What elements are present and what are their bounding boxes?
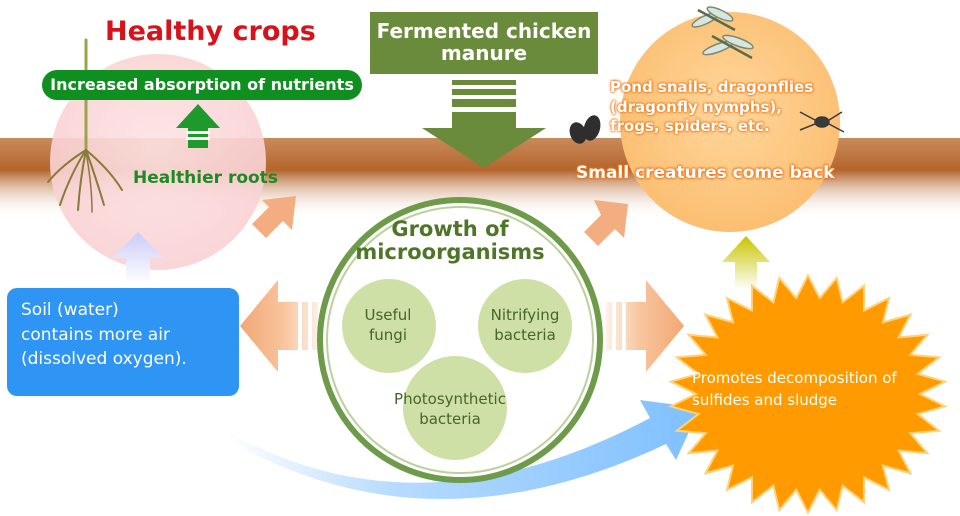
spider-icon [799,111,845,133]
small-creatures-come-back-label: Small creatures come back [576,163,835,183]
manure-down-arrow-icon [422,80,546,168]
photosynthetic-bacteria-blob [403,356,507,460]
microorganisms-circle [317,197,603,483]
peach-left-arrow-icon [240,280,330,372]
nitrifying-line-2: bacteria [494,325,556,344]
decomp-line-2: sulfides and sludge [692,390,838,409]
crop-background-circle [50,54,266,270]
growth-of-microorganisms-heading: Growth of microorganisms [340,217,560,265]
crop-plant-icon [47,38,123,213]
soil-air-box: Soil (water) contains more air (dissolve… [7,288,239,396]
fungi-line-2: fungi [369,325,407,344]
microorganisms-circle-inner-ring [326,206,594,474]
lilac-up-arrow-icon [112,232,164,284]
decomposition-burst-shape [667,273,949,515]
creatures-background-circle [620,12,840,232]
nitrifying-bacteria-blob [478,279,572,373]
yellow-up-arrow-icon [722,236,770,290]
nitrifying-line-1: Nitrifying [490,306,560,324]
growth-line-2: microorganisms [355,240,545,265]
nitrifying-bacteria-label: Nitrifying bacteria [478,306,572,345]
healthier-roots-label: Healthier roots [133,168,278,188]
soil-line-1: Soil (water) [21,300,119,320]
photo-line-2: bacteria [419,409,481,428]
pond-snail-icon [569,115,601,144]
green-up-arrow-icon [176,104,220,148]
growth-line-1: Growth of [391,217,509,241]
useful-fungi-blob [342,279,436,373]
healthy-crops-title: Healthy crops [105,16,316,47]
peach-right-arrow-icon [596,280,684,372]
creatures-list-label: Pond snails, dragonflies (dragonfly nymp… [610,78,813,137]
photosynthetic-bacteria-label: Photosynthetic bacteria [388,390,512,429]
creatures-line-2: (dragonfly nymphs), [610,97,782,116]
decomp-line-1: Promotes decomposition of [692,369,897,387]
creatures-line-3: frogs, spiders, etc. [610,117,770,135]
decomposition-label: Promotes decomposition of sulfides and s… [692,368,897,412]
manure-label-line-2: manure [440,41,528,65]
soil-line-3: (dissolved oxygen). [21,349,187,370]
blue-curved-arrow-icon [228,400,700,500]
peach-diagonal-arrow-right-icon [584,200,628,246]
peach-diagonal-arrow-left-icon [252,196,296,238]
fungi-line-1: Useful [364,306,412,324]
creatures-line-1: Pond snails, dragonflies [610,78,814,96]
manure-label-line-1: Fermented chicken [376,19,592,44]
fermented-manure-box: Fermented chicken manure [370,12,598,74]
dragonfly-icon [691,6,754,60]
soil-line-2: contains more air [21,324,170,345]
photo-line-1: Photosynthetic [394,390,506,408]
useful-fungi-label: Useful fungi [348,306,428,345]
increased-absorption-label: Increased absorption of nutrients [42,70,362,100]
